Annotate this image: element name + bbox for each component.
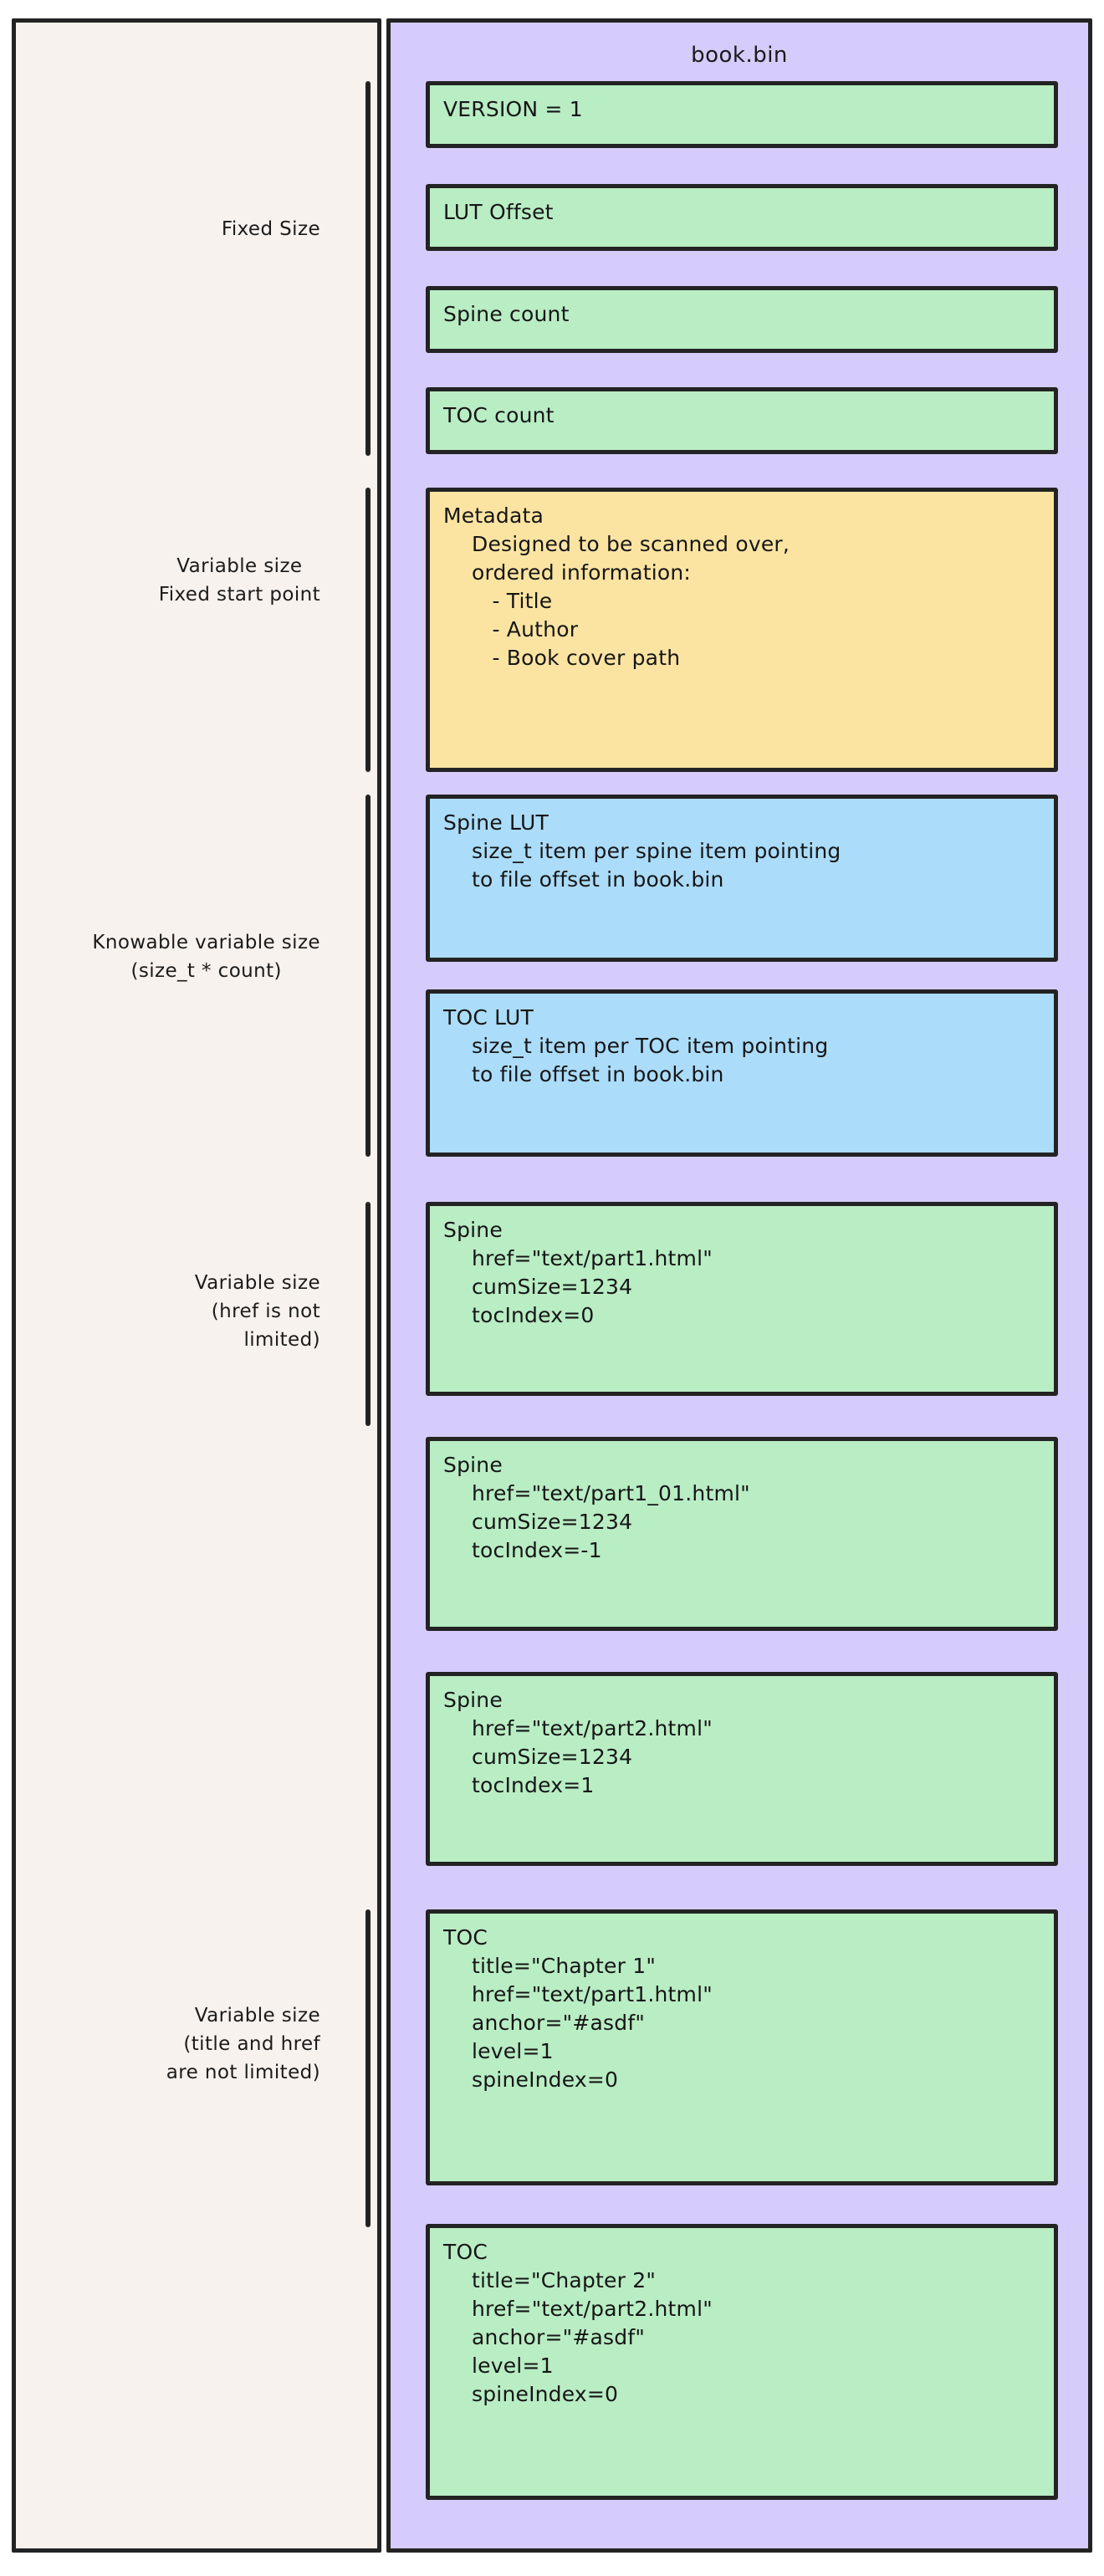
block-line: cumSize=1234 [472,1275,633,1299]
block-title: Metadata [443,503,544,528]
annotation-label-variable-title-href: Variable size (title and href are not li… [166,2005,320,2083]
bracket-variable-href [365,1202,371,1426]
block-line: title="Chapter 2" [472,2268,657,2292]
file-block-toc-lut: TOC LUT size_t item per TOC item pointing… [426,989,1058,1157]
file-block-spine-3: Spine href="text/part2.html" cumSize=1234 t… [426,1672,1058,1866]
block-title: Spine [443,1453,503,1477]
block-line: spineIndex=0 [472,2067,619,2092]
block-title: Spine count [443,302,570,326]
block-line: size_t item per TOC item pointing [472,1034,829,1058]
block-line: href="text/part2.html" [472,2297,713,2321]
file-block-toc-2: TOC title="Chapter 2" href="text/part2.htm… [426,2224,1058,2500]
block-line: cumSize=1234 [472,1745,633,1769]
block-line: level=1 [472,2354,554,2378]
file-block-toc-count: TOC count [426,387,1058,454]
block-title: TOC count [443,403,555,427]
block-line: cumSize=1234 [472,1510,633,1534]
block-line: level=1 [472,2039,554,2063]
block-line: href="text/part1.html" [472,1982,713,2006]
block-line: tocIndex=-1 [472,1538,602,1562]
block-title: Spine LUT [443,810,549,835]
file-block-toc-1: TOC title="Chapter 1" href="text/part1.htm… [426,1909,1058,2185]
block-title: Spine [443,1688,503,1712]
annotation-label-knowable-variable: Knowable variable size (size_t * count) [92,932,320,982]
block-line: spineIndex=0 [472,2382,619,2406]
bracket-knowable-variable [365,795,371,1157]
block-line: href="text/part1_01.html" [472,1481,750,1505]
block-title: LUT Offset [443,200,554,224]
block-line: to file offset in book.bin [472,867,724,892]
file-block-spine-lut: Spine LUT size_t item per spine item poin… [426,795,1058,962]
block-line: anchor="#asdf" [472,2011,646,2035]
block-title: VERSION = 1 [443,97,583,121]
block-line: size_t item per spine item pointing [472,839,841,863]
block-line: - Title [472,589,553,613]
block-title: TOC [443,1925,488,1950]
annotation-label-fixed-size: Fixed Size [221,218,320,240]
block-line: anchor="#asdf" [472,2325,646,2349]
file-block-spine-2: Spine href="text/part1_01.html" cumSize=12… [426,1437,1058,1631]
file-block-version: VERSION = 1 [426,81,1058,148]
block-line: - Author [472,617,579,641]
block-line: href="text/part1.html" [472,1246,713,1270]
annotation-label-variable-fixed-start: Variable size Fixed start point [158,555,320,606]
bracket-variable-fixed-start [365,488,371,772]
file-title: book.bin [691,43,788,68]
file-block-spine-1: Spine href="text/part1.html" cumSize=1234 t… [426,1202,1058,1396]
block-line: tocIndex=0 [472,1303,595,1327]
block-line: ordered information: [472,560,692,585]
file-block-spine-count: Spine count [426,286,1058,353]
file-block-lut-offset: LUT Offset [426,184,1058,251]
block-title: TOC LUT [443,1005,534,1030]
annotation-label-variable-href: Variable size (href is not limited) [194,1272,320,1351]
bracket-variable-title-href [365,1909,371,2227]
block-line: title="Chapter 1" [472,1954,657,1978]
block-title: TOC [443,2240,488,2264]
block-line: Designed to be scanned over, [472,532,790,556]
block-line: href="text/part2.html" [472,1716,713,1740]
block-line: tocIndex=1 [472,1773,595,1797]
block-line: - Book cover path [472,646,681,670]
block-line: to file offset in book.bin [472,1062,724,1086]
block-title: Spine [443,1218,503,1242]
bracket-fixed-size [365,81,371,456]
